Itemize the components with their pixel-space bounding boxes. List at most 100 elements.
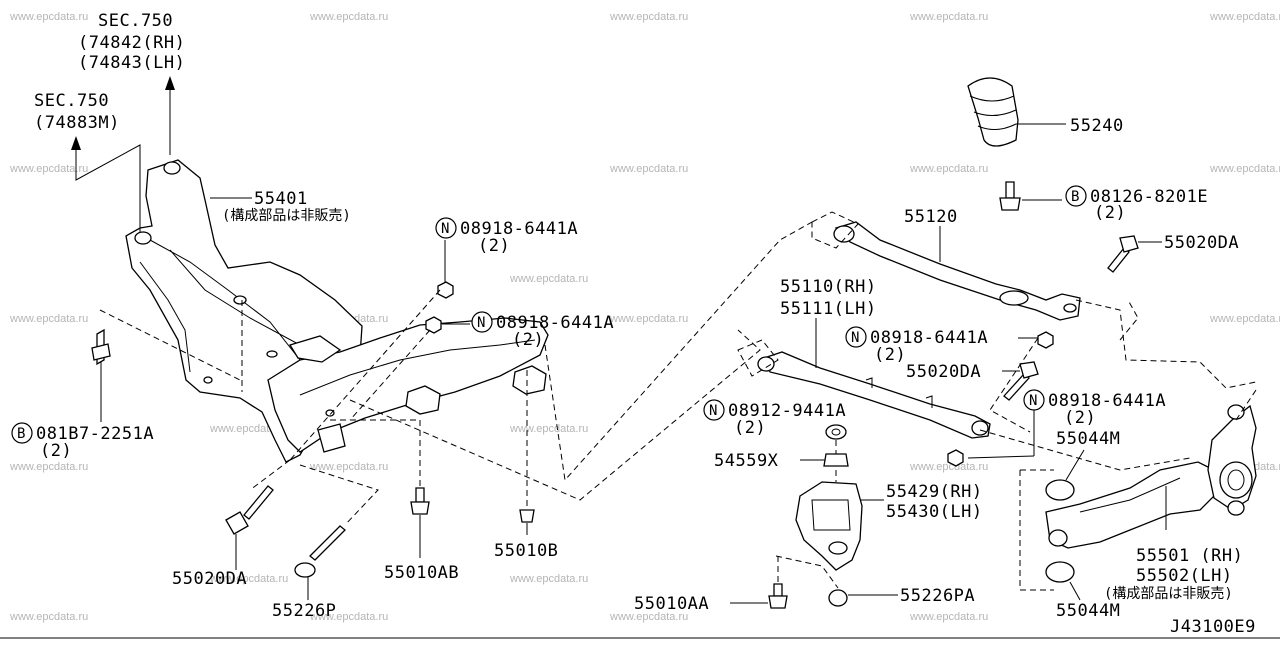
watermark: www.epcdata.ru bbox=[609, 163, 688, 175]
part-number: 55010AA bbox=[634, 594, 709, 614]
bushing-washer-icon bbox=[1045, 479, 1075, 501]
part-number: 55111(LH) bbox=[780, 299, 877, 319]
part-number: 55430(LH) bbox=[886, 502, 983, 522]
part-number: 55044M bbox=[1056, 601, 1120, 621]
callout-55020da-left: 55020DA bbox=[172, 485, 274, 589]
bolt-head-icon bbox=[294, 562, 316, 578]
bolt-shaft-icon bbox=[773, 583, 783, 597]
nut-icon bbox=[425, 316, 442, 334]
part-number: 08918-6441A bbox=[460, 219, 578, 239]
bolt-marker-icon bbox=[11, 422, 33, 444]
assembly-guides-right bbox=[737, 211, 1257, 591]
sec-ref-label: SEC.750 bbox=[98, 11, 173, 31]
callout-55501-55502: 55501 (RH) 55502(LH) (構成部品は非販売) bbox=[1045, 404, 1257, 602]
mount-hole bbox=[325, 409, 335, 417]
bump-stopper bbox=[967, 77, 1019, 147]
rear-crossmember bbox=[267, 317, 549, 453]
watermark: www.epcdata.ru bbox=[909, 611, 988, 623]
watermark: www.epcdata.ru bbox=[9, 611, 88, 623]
diagram-code: J43100E9 bbox=[1170, 617, 1256, 637]
nut-icon bbox=[1037, 331, 1054, 349]
nut-marker: N bbox=[477, 315, 485, 331]
callout-55401: 55401 (構成部品は非販売) bbox=[210, 189, 351, 224]
watermark: www.epcdata.ru bbox=[309, 611, 388, 623]
callout-55044m-top: 55044M bbox=[1045, 429, 1120, 501]
part-qty: (2) bbox=[1094, 203, 1126, 223]
nut-marker-icon bbox=[435, 217, 457, 239]
watermark: www.epcdata.ru bbox=[9, 461, 88, 473]
part-number: 08912-9441A bbox=[728, 401, 846, 421]
bolt-head-icon bbox=[1019, 361, 1039, 379]
sec-ref-part: (74883M) bbox=[34, 113, 120, 133]
bolt-head-icon bbox=[828, 589, 848, 607]
part-number: 55501 (RH) bbox=[1136, 546, 1243, 566]
watermark: www.epcdata.ru bbox=[1209, 313, 1280, 325]
sec750-ref-rh-lh: SEC.750 (74842(RH) (74843(LH) bbox=[78, 11, 185, 155]
callout-08912: N 08912-9441A (2) bbox=[703, 399, 847, 440]
part-number: 55010B bbox=[494, 541, 558, 561]
bolt-shaft-icon bbox=[1003, 373, 1030, 401]
nut-icon bbox=[519, 509, 535, 523]
arrow-up-icon bbox=[165, 76, 175, 90]
mount-hole bbox=[163, 161, 181, 175]
part-number: 08918-6441A bbox=[1048, 391, 1166, 411]
callout-55044m-bot: 55044M bbox=[1045, 561, 1120, 621]
bushing-icon bbox=[757, 356, 775, 372]
part-number: 55020DA bbox=[1164, 233, 1239, 253]
bolt-head-icon bbox=[768, 595, 788, 609]
watermark: www.epcdata.ru bbox=[1209, 163, 1280, 175]
part-note: (構成部品は非販売) bbox=[1104, 586, 1233, 602]
part-number: 55502(LH) bbox=[1136, 566, 1233, 586]
nut-icon bbox=[437, 281, 454, 299]
link-bracket bbox=[795, 481, 863, 571]
part-number: 08918-6441A bbox=[496, 313, 614, 333]
watermarks: www.epcdata.ru www.epcdata.ru www.epcdat… bbox=[9, 11, 1280, 623]
callout-08918-c: N 08918-6441A (2) bbox=[845, 326, 1054, 365]
part-number: 55429(RH) bbox=[886, 482, 983, 502]
bushing-icon bbox=[1063, 303, 1077, 313]
callout-55020da-mid: 55020DA bbox=[906, 361, 1039, 401]
nut-icon bbox=[947, 449, 964, 467]
part-qty: (2) bbox=[40, 441, 72, 461]
subframe-edge bbox=[169, 249, 301, 346]
watermark: www.epcdata.ru bbox=[609, 313, 688, 325]
watermark: www.epcdata.ru bbox=[9, 313, 88, 325]
arrow-up-icon bbox=[71, 136, 81, 150]
lower-arm bbox=[1045, 461, 1221, 549]
callout-081b7: B 081B7-2251A (2) bbox=[11, 328, 154, 461]
bolt-head-icon bbox=[225, 511, 249, 535]
assembly-guides-left bbox=[99, 221, 813, 526]
callout-54559x: 54559X bbox=[714, 451, 849, 471]
sec750-ref-m: SEC.750 (74883M) bbox=[34, 91, 141, 232]
bolt-marker-icon bbox=[1065, 185, 1087, 207]
mount-hole bbox=[828, 541, 848, 555]
part-number: 55020DA bbox=[906, 362, 981, 382]
bolt-head-icon bbox=[1119, 235, 1139, 253]
lower-link bbox=[763, 351, 991, 439]
nut-marker: N bbox=[441, 221, 449, 237]
mount-bracket bbox=[317, 423, 346, 453]
callout-55429-55430: 55429(RH) 55430(LH) bbox=[795, 481, 983, 571]
mount-hole bbox=[134, 231, 152, 245]
washer-icon bbox=[825, 424, 847, 440]
part-qty: (2) bbox=[512, 330, 544, 350]
bolt-shaft-icon bbox=[243, 485, 274, 520]
watermark: www.epcdata.ru bbox=[209, 573, 288, 585]
bushing-icon bbox=[833, 225, 855, 243]
callout-55010ab: 55010AB bbox=[384, 487, 459, 583]
bolt-marker: B bbox=[1071, 189, 1079, 205]
crossmember-edge bbox=[299, 339, 536, 396]
part-number: 55110(RH) bbox=[780, 277, 877, 297]
nut-marker-icon bbox=[471, 311, 493, 333]
part-number: 55401 bbox=[254, 189, 308, 209]
bolt-head-icon bbox=[410, 501, 430, 515]
bolt-shaft-icon bbox=[309, 525, 346, 561]
part-number: 55226P bbox=[272, 601, 336, 621]
part-number: 55020DA bbox=[172, 569, 247, 589]
callout-55020da-top: 55020DA bbox=[1107, 233, 1239, 273]
bushing-washer-icon bbox=[1045, 561, 1075, 583]
callout-55120: 55120 bbox=[833, 207, 1081, 321]
part-number: 55010AB bbox=[384, 563, 459, 583]
callout-55010b: 55010B bbox=[494, 509, 558, 561]
